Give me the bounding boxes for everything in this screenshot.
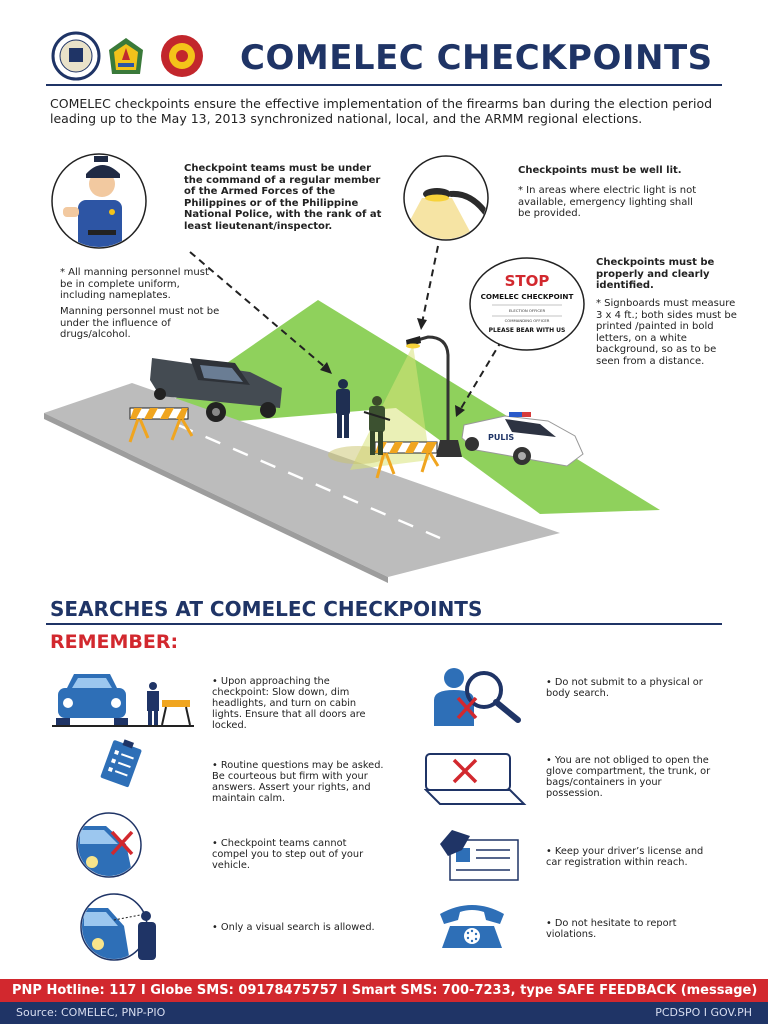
checkpoint-illustration: PULIS [44, 245, 660, 583]
searches-title: SEARCHES AT COMELEC CHECKPOINTS [50, 597, 483, 621]
pnp-seal-icon [161, 35, 203, 77]
intro-text: COMELEC checkpoints ensure the effective… [50, 96, 713, 126]
hotline-bar: PNP Hotline: 117 I Globe SMS: 0917847575… [0, 979, 768, 1002]
identified-note: * Signboards must measure 3 x 4 ft.; bot… [596, 298, 737, 367]
sign-stop-text: STOP [505, 272, 550, 290]
sign-line1-text: ELECTION OFFICER [509, 308, 546, 313]
street-lamp-icon [403, 155, 489, 241]
visual-search-icon [80, 893, 156, 961]
tip-visual-search: • Only a visual search is allowed. [212, 922, 375, 933]
telephone-icon [440, 905, 504, 948]
license-registration-icon [440, 830, 519, 881]
tip-body-search: • Do not submit to a physical or body se… [546, 677, 703, 699]
police-car-label: PULIS [488, 433, 514, 442]
no-exit-vehicle-icon [76, 812, 142, 878]
source-text: Source: COMELEC, PNP-PIO [16, 1006, 166, 1019]
tip-compartment: • You are not obliged to open the glove … [546, 755, 711, 799]
police-officer-figure [336, 379, 350, 438]
tip-step-out: • Checkpoint teams cannot compel you to … [212, 838, 364, 871]
tip-report: • Do not hesitate to report violations. [546, 918, 677, 940]
command-note: Checkpoint teams must be under the comma… [184, 163, 382, 232]
uniform-note: * All manning personnel must be in compl… [60, 267, 209, 301]
lit-title: Checkpoints must be well lit. [518, 165, 682, 176]
sign-name-text: COMELEC CHECKPOINT [481, 292, 574, 301]
comelec-seal-icon [51, 31, 101, 81]
police-car-icon: PULIS [461, 412, 584, 467]
lit-note: * In areas where electric light is not a… [518, 185, 697, 219]
questionnaire-icon [100, 739, 142, 788]
page-title: COMELEC CHECKPOINTS [240, 38, 713, 78]
no-body-search-icon [434, 668, 521, 726]
credit-text: PCDSPO I GOV.PH [655, 1006, 752, 1019]
afp-seal-icon [109, 38, 143, 74]
car-at-checkpoint-icon [52, 674, 194, 727]
identified-title: Checkpoints must be properly and clearly… [596, 257, 715, 291]
remember-label: REMEMBER: [50, 631, 179, 653]
tip-license: • Keep your driver’s license and car reg… [546, 846, 704, 868]
tip-approach: • Upon approaching the checkpoint: Slow … [212, 676, 366, 731]
influence-note: Manning personnel must not be under the … [60, 306, 220, 340]
lamp-post-icon [406, 335, 462, 457]
road [44, 383, 560, 577]
barrier-left-icon [128, 407, 194, 443]
searches-divider [46, 623, 722, 625]
tip-questions: • Routine questions may be asked. Be cou… [212, 760, 384, 804]
officer-portrait-icon [51, 153, 147, 249]
soldier-figure [363, 396, 391, 455]
agency-logos [51, 31, 203, 81]
title-divider [46, 84, 722, 86]
pointer-arrows [189, 245, 503, 411]
sign-bear-text: PLEASE BEAR WITH US [489, 327, 566, 334]
pickup-truck-icon [150, 358, 282, 422]
checkpoint-sign-icon: STOP COMELEC CHECKPOINT ELECTION OFFICER… [469, 257, 585, 351]
no-open-compartment-icon [424, 753, 527, 805]
sign-line2-text: COMMANDING OFFICER [505, 318, 550, 323]
source-bar: Source: COMELEC, PNP-PIO PCDSPO I GOV.PH [0, 1002, 768, 1024]
